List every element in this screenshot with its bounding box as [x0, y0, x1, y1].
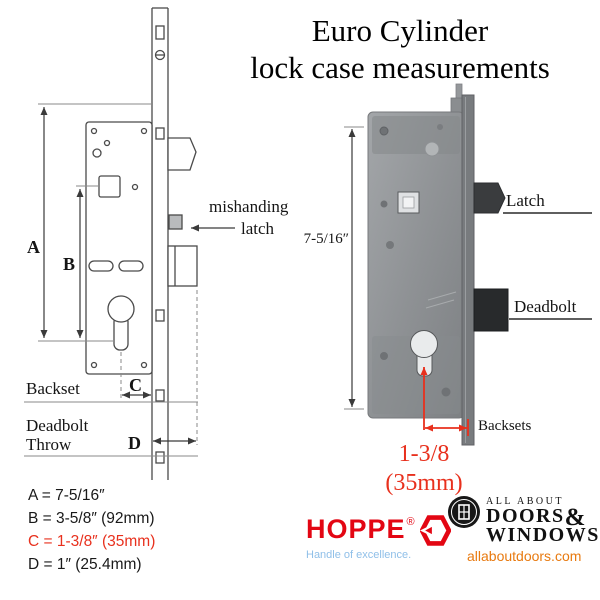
- dimension-legend: A = 7-5/16″ B = 3-5/8″ (92mm) C = 1-3/8″…: [28, 484, 155, 576]
- aad-ampersand: &: [564, 504, 587, 531]
- hoppe-wordmark: HOPPE: [306, 514, 406, 544]
- euro-cylinder-hole: [107, 295, 135, 323]
- height-dimension: 7-5/16″: [304, 126, 364, 410]
- latch-bolt: [167, 137, 197, 171]
- latch-callout: Latch: [503, 191, 592, 214]
- legend-row-b: B = 3-5/8″ (92mm): [28, 510, 155, 527]
- dimension-a: A: [27, 103, 151, 342]
- hoppe-tagline: Handle of excellence.: [306, 549, 412, 561]
- deadbolt-photo: [473, 288, 509, 332]
- dim-label-a: A: [27, 237, 40, 257]
- hoppe-hexagon-icon: [419, 515, 451, 546]
- dim-label-d: D: [128, 433, 141, 453]
- legend-row-a: A = 7-5/16″: [28, 487, 105, 504]
- height-dimension-label: 7-5/16″: [304, 231, 349, 247]
- faceplate-photo: [461, 94, 475, 446]
- deadbolt-throw-label-2: Throw: [26, 435, 72, 454]
- backset-mm-label: (35mm): [385, 470, 462, 496]
- dim-label-b: B: [63, 254, 75, 274]
- deadbolt-throw-row: Deadbolt Throw D: [24, 290, 198, 457]
- mishandling-latch: [168, 214, 183, 230]
- title-line-2: lock case measurements: [250, 50, 550, 85]
- hoppe-logo: HOPPE ® Handle of excellence.: [306, 515, 451, 561]
- deadbolt-label: Deadbolt: [514, 297, 577, 316]
- mishandling-label-1: mishanding: [209, 197, 289, 216]
- deadbolt-bolt: [167, 245, 198, 287]
- mishandling-latch-callout: mishanding latch: [191, 197, 289, 238]
- deadbolt-callout: Deadbolt: [509, 297, 592, 320]
- aad-all-about: ALL ABOUT: [486, 496, 564, 507]
- euro-cylinder-hole-photo: [410, 330, 438, 358]
- faceplate: [151, 7, 169, 480]
- lock-case-photo: 7-5/16″ Latch: [304, 83, 592, 496]
- backset-row: Backset C: [24, 352, 198, 403]
- backset-dimension-red: 1-3/8 (35mm): [385, 367, 469, 496]
- title-line-1: Euro Cylinder: [311, 13, 489, 48]
- mishandling-label-2: latch: [241, 219, 275, 238]
- backset-label: Backset: [26, 379, 80, 398]
- latch-photo: [473, 182, 506, 214]
- all-about-doors-logo: ALL ABOUT DOORS& WINDOWS allaboutdoors.c…: [447, 495, 599, 564]
- lock-technical-drawing: A B Backset C Deadbolt Throw D mishandin…: [24, 7, 289, 480]
- aad-url: allaboutdoors.com: [467, 548, 582, 564]
- backsets-label: Backsets: [478, 418, 531, 434]
- aad-doors: DOORS: [486, 505, 565, 527]
- aad-windows: WINDOWS: [486, 524, 600, 546]
- hoppe-registered-mark: ®: [406, 516, 415, 528]
- lock-case-outline: [85, 121, 153, 375]
- all-about-doors-emblem-icon: [448, 496, 480, 528]
- deadbolt-throw-label-1: Deadbolt: [26, 416, 89, 435]
- backset-inches-label: 1-3/8: [399, 441, 450, 467]
- legend-row-d: D = 1″ (25.4mm): [28, 556, 142, 573]
- lock-body: [367, 83, 466, 419]
- dimension-b: B: [63, 185, 100, 338]
- page-title: Euro Cylinder lock case measurements: [208, 12, 592, 86]
- dim-label-c: C: [129, 375, 142, 395]
- latch-label: Latch: [506, 191, 545, 210]
- legend-row-c: C = 1-3/8″ (35mm): [28, 533, 156, 550]
